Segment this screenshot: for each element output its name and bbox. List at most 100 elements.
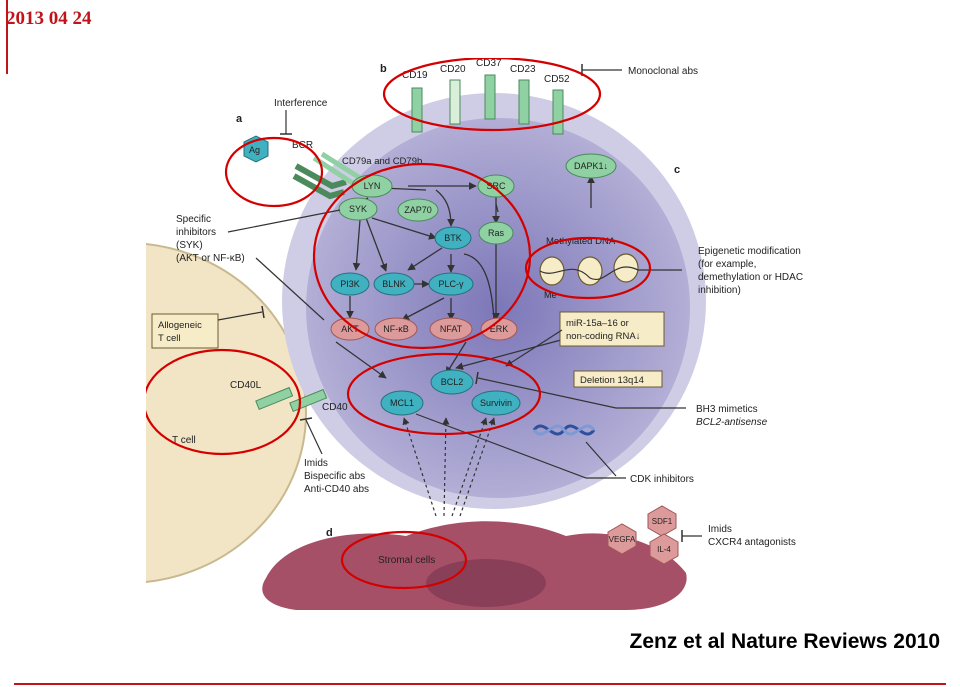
syk-label: SYK bbox=[349, 204, 367, 214]
stromal-label: Stromal cells bbox=[378, 555, 435, 566]
erk-label: ERK bbox=[490, 324, 509, 334]
plcg-label: PLC-γ bbox=[438, 279, 464, 289]
blnk-node bbox=[373, 272, 415, 296]
panel-label-d: d bbox=[326, 527, 333, 539]
vegfa-label: VEGFA bbox=[609, 535, 636, 544]
mcl1-node bbox=[380, 390, 424, 416]
bh3-bar bbox=[475, 371, 479, 385]
nfkb-node bbox=[374, 317, 418, 341]
imids-cxcr4-line-2: CXCR4 antagonists bbox=[708, 537, 796, 548]
surface-antigens bbox=[411, 74, 564, 135]
specific-line-3: (SYK) bbox=[176, 240, 203, 251]
cd23-receptor bbox=[518, 79, 530, 125]
survivin-label: Survivin bbox=[480, 398, 512, 408]
allogeneic-connector bbox=[217, 311, 263, 321]
bh3-line-1: BH3 mimetics bbox=[696, 404, 758, 415]
stromal-arrows bbox=[402, 417, 496, 517]
panel-label-c: c bbox=[674, 164, 680, 176]
erk-node bbox=[480, 317, 518, 341]
imids-line-3: Anti-CD40 abs bbox=[304, 484, 369, 495]
panel-label-a: a bbox=[236, 113, 243, 125]
methylated-dna-label: Methylated DNA bbox=[546, 236, 616, 247]
cll-therapy-figure: CD19 CD20 CD37 CD23 CD52 b Monoclonal ab… bbox=[0, 56, 846, 614]
imids-bar bbox=[299, 417, 313, 421]
highlight-stromal bbox=[340, 530, 468, 590]
specific-line-akt bbox=[255, 257, 325, 321]
plcg-node bbox=[428, 272, 474, 296]
btk-label: BTK bbox=[444, 233, 462, 243]
footer-divider bbox=[14, 683, 946, 685]
cd23-label: CD23 bbox=[510, 64, 536, 75]
cd52-receptor bbox=[552, 89, 564, 135]
epigenetic-line-1: Epigenetic modification bbox=[698, 246, 801, 257]
dna-strand bbox=[539, 266, 639, 281]
stromal-nucleus bbox=[426, 559, 546, 607]
header-divider bbox=[0, 0, 8, 74]
lyn-label: LYN bbox=[364, 181, 381, 191]
mir-arrow bbox=[505, 329, 563, 367]
bcl2-node bbox=[430, 369, 474, 395]
cdk-dna-line bbox=[585, 441, 617, 477]
bcl2-label: BCL2 bbox=[441, 377, 464, 387]
allogeneic-line-2: T cell bbox=[158, 333, 181, 344]
cd20-receptor bbox=[449, 79, 461, 125]
pi3k-label: PI3K bbox=[340, 279, 360, 289]
imids-line-2: Bispecific abs bbox=[304, 471, 365, 482]
imids-line-1: Imids bbox=[304, 458, 328, 469]
cdk-label: CDK inhibitors bbox=[630, 474, 694, 485]
panel-label-b: b bbox=[380, 63, 387, 75]
nfat-node bbox=[429, 317, 473, 341]
mir-line-1: miR-15a–16 or bbox=[566, 318, 629, 329]
mcl1-label: MCL1 bbox=[390, 398, 414, 408]
monoclonal-abs-label: Monoclonal abs bbox=[628, 66, 698, 77]
src-label: SRC bbox=[486, 181, 506, 191]
cd79-label: CD79a and CD79b bbox=[342, 156, 422, 167]
pathway-nodes bbox=[330, 153, 617, 416]
allogeneic-line-1: Allogeneic bbox=[158, 320, 202, 331]
highlight-antiapoptotic bbox=[346, 352, 542, 436]
imids-connector bbox=[305, 419, 323, 455]
highlight-antibodies bbox=[382, 56, 602, 132]
zap70-label: ZAP70 bbox=[404, 205, 432, 215]
cd20-label: CD20 bbox=[440, 64, 466, 75]
bh3-line-2: BCL2-antisense bbox=[696, 417, 768, 428]
t-cell-label: T cell bbox=[172, 435, 196, 446]
cd37-label: CD37 bbox=[476, 58, 502, 69]
akt-label: AKT bbox=[341, 324, 359, 334]
highlight-methylation bbox=[524, 236, 652, 300]
deletion-box bbox=[573, 370, 663, 388]
src-node bbox=[477, 174, 515, 198]
cd40-label: CD40 bbox=[322, 402, 348, 413]
nfat-label: NFAT bbox=[440, 324, 463, 334]
dna-helix-icon-2 bbox=[532, 424, 596, 436]
slide-date: 2013 04 24 bbox=[6, 8, 92, 29]
figure-svg: CD19 CD20 CD37 CD23 CD52 b Monoclonal ab… bbox=[0, 56, 803, 612]
specific-line-1: Specific bbox=[176, 214, 211, 225]
nucleosomes bbox=[539, 253, 639, 286]
citation: Zenz et al Nature Reviews 2010 bbox=[629, 630, 940, 653]
highlight-bcr bbox=[224, 136, 324, 208]
specific-line-syk bbox=[227, 209, 341, 233]
specific-line-2: inhibitors bbox=[176, 227, 216, 238]
il4-hexagon bbox=[649, 533, 679, 565]
ag-label: Ag bbox=[249, 145, 260, 155]
survivin-node bbox=[471, 390, 521, 416]
il4-label: IL-4 bbox=[657, 545, 671, 554]
cd40l-label: CD40L bbox=[230, 380, 262, 391]
epigenetic-line-3: demethylation or HDAC bbox=[698, 272, 803, 283]
allogeneic-box bbox=[151, 313, 219, 349]
cd19-label: CD19 bbox=[402, 70, 428, 81]
imids-cxcr4-line-1: Imids bbox=[708, 524, 732, 535]
blnk-label: BLNK bbox=[382, 279, 406, 289]
vegfa-hexagon bbox=[607, 523, 637, 555]
akt-node bbox=[330, 317, 370, 341]
mir-box bbox=[559, 311, 665, 347]
cd40l-receptor bbox=[255, 386, 294, 411]
btk-node bbox=[434, 226, 472, 250]
epigenetic-line-4: inhibition) bbox=[698, 285, 741, 296]
sdf1-label: SDF1 bbox=[652, 517, 673, 526]
ras-label: Ras bbox=[488, 228, 505, 238]
cd52-label: CD52 bbox=[544, 74, 570, 85]
dapk1-node bbox=[565, 153, 617, 179]
epigenetic-line-2: (for example, bbox=[698, 259, 756, 270]
